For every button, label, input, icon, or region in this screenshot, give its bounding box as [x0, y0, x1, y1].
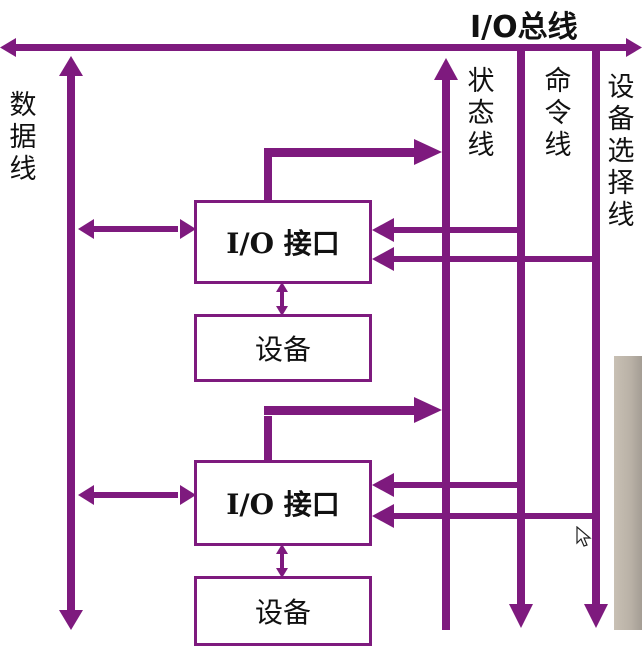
status-link-2-up [264, 416, 272, 464]
io-interface-label-2: I/O 接口 [226, 488, 340, 521]
mouse-cursor-icon [576, 526, 592, 547]
device-link-2 [280, 550, 284, 574]
select-link-1 [392, 256, 596, 262]
status-line-shaft [442, 76, 450, 630]
command-link-2 [392, 482, 521, 488]
background-photo-strip [614, 356, 642, 630]
status-link-1-right [264, 148, 416, 157]
command-line-arrow-down [509, 604, 533, 628]
io-bus-arrow-right [626, 38, 642, 57]
bus-title: I/O总线 [470, 10, 578, 45]
data-line-arrow-up [59, 56, 83, 76]
io-interface-box-2: I/O 接口 [194, 460, 372, 546]
data-line-arrow-down [59, 610, 83, 630]
io-interface-box-1: I/O 接口 [194, 200, 372, 284]
io-interface-label-1: I/O 接口 [226, 227, 340, 260]
select-link-2 [392, 513, 596, 519]
device-label-1: 设备 [254, 333, 311, 366]
io-bus-diagram: I/O总线 数据线 状态线 命令线 设备选择线 I/O 接口 设备 I/O 接口… [0, 10, 642, 646]
io-bus-arrow-left [0, 38, 16, 57]
device-box-2: 设备 [194, 576, 372, 646]
status-line-label: 状态线 [467, 66, 495, 161]
data-link-2 [92, 492, 178, 498]
data-line-shaft [67, 72, 75, 612]
data-link-1 [92, 226, 178, 232]
command-link-1 [392, 227, 521, 233]
io-bus-horizontal [12, 44, 632, 51]
select-line-shaft [592, 51, 600, 607]
command-line-shaft [517, 51, 525, 607]
command-line-label: 命令线 [544, 66, 572, 161]
device-select-line-label: 设备选择线 [607, 72, 635, 231]
status-link-2-right [264, 406, 416, 415]
device-box-1: 设备 [194, 314, 372, 382]
status-line-arrow-up [434, 58, 458, 80]
status-link-1-up [264, 150, 272, 202]
device-link-1 [280, 288, 284, 312]
data-line-label: 数据线 [9, 90, 37, 185]
device-label-2: 设备 [254, 596, 311, 629]
bus-lines-svg [0, 38, 642, 630]
select-line-arrow-down [584, 604, 608, 628]
